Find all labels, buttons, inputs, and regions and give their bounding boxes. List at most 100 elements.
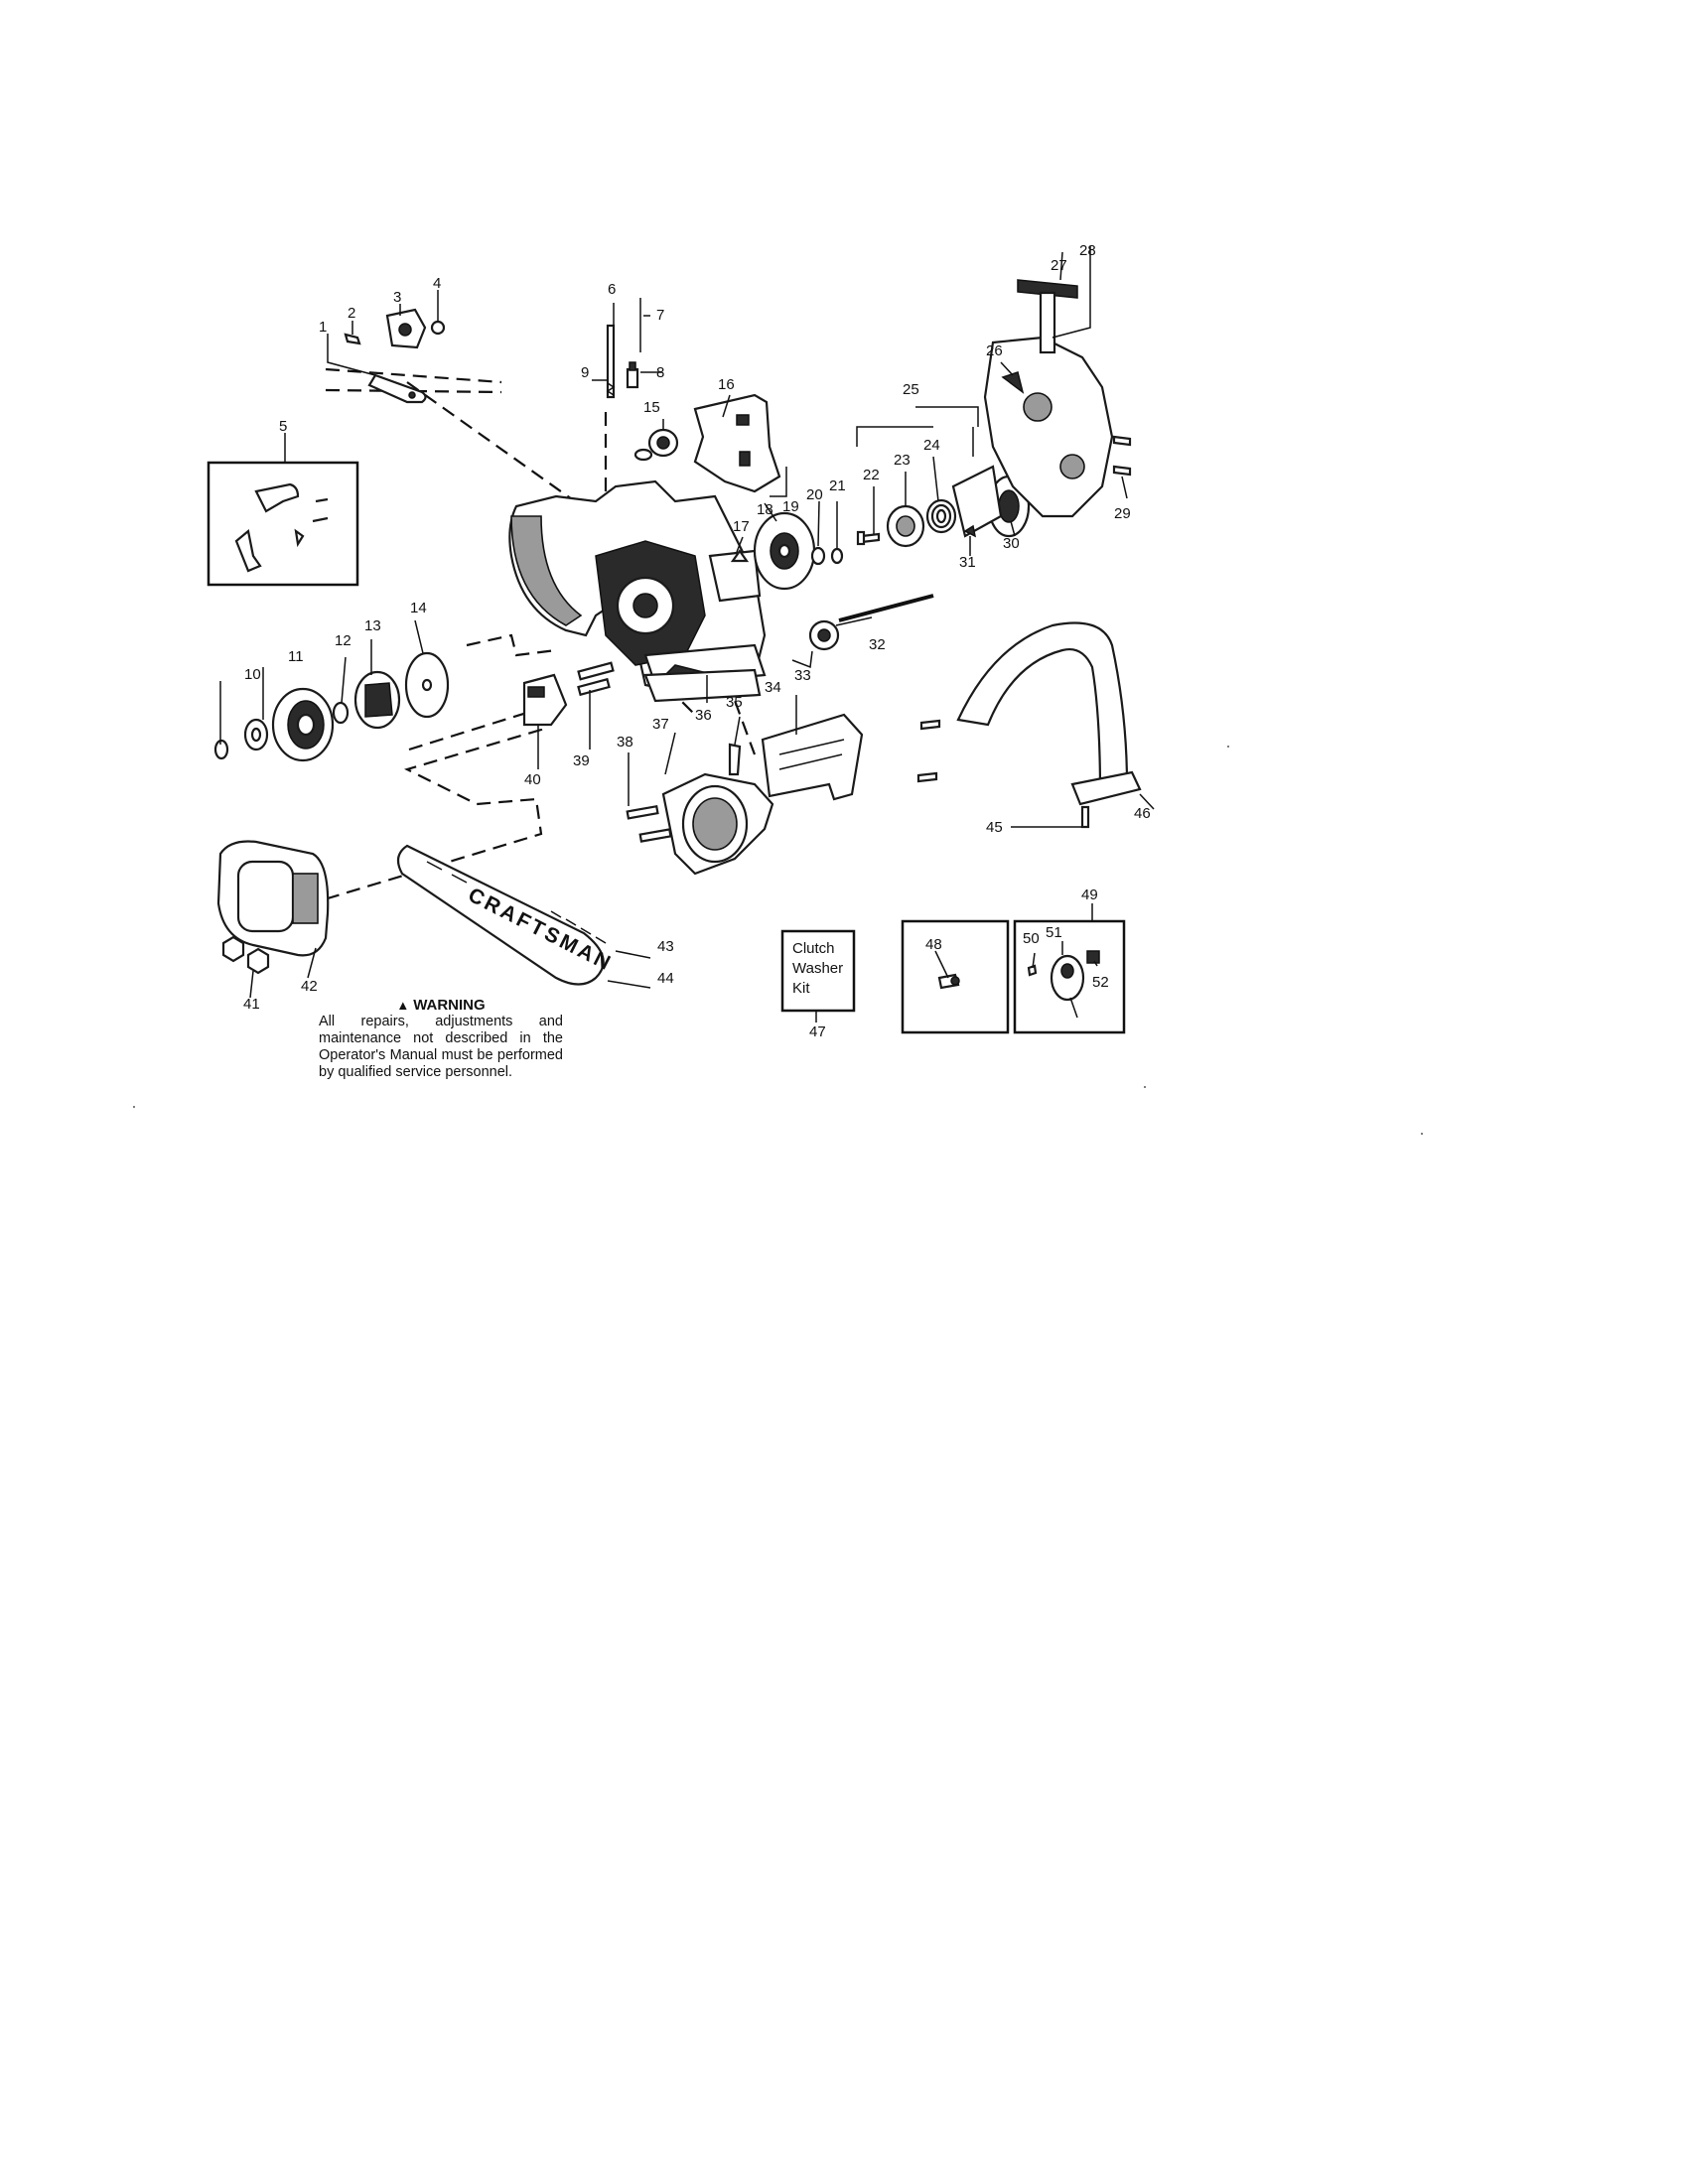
part-9-spring [606,382,616,396]
part-45-screws [916,719,1090,829]
part-label-3: 3 [393,289,401,306]
part-33-knob [808,619,840,651]
part-label-16: 16 [718,376,735,393]
kit-box-line-1: Clutch [792,940,835,957]
part-label-30: 30 [1003,535,1020,552]
part-39-studs [577,661,615,697]
warning-title-row: ▲WARNING [319,997,563,1014]
part-10-washer [243,718,269,751]
part-label-44: 44 [657,970,674,987]
part-label-32: 32 [869,636,886,653]
part-21-nut [830,547,844,565]
part-42-side-cover [216,840,330,957]
part-label-37: 37 [652,716,669,733]
part-label-10: 10 [244,666,261,683]
scan-specks [133,746,1423,1135]
part-49-kit-box [1013,919,1126,1034]
warning-triangle-icon: ▲ [396,998,410,1013]
part-18-flywheel [753,511,816,591]
part-6-rod [606,324,616,399]
part-label-36: 36 [695,707,712,724]
part-8-fitting [626,361,639,389]
part-label-38: 38 [617,734,633,751]
part-label-6: 6 [608,281,616,298]
engine-housing [508,479,767,697]
part-5-kit-box [207,461,359,587]
part-31-screw [963,524,977,538]
part-1-lever [367,373,427,404]
kit-box-line-2: Washer [792,960,843,977]
part-label-8: 8 [656,364,664,381]
part-label-26: 26 [986,342,1003,359]
part-label-12: 12 [335,632,351,649]
part-label-51: 51 [1046,924,1062,941]
part-label-21: 21 [829,478,846,494]
part-label-33: 33 [794,667,811,684]
part-29-screws [1112,435,1132,477]
part-label-17: 17 [733,518,750,535]
part-label-13: 13 [364,617,381,634]
part-47-kit-box: Clutch Washer Kit [780,929,856,1013]
part-label-39: 39 [573,752,590,769]
part-label-1: 1 [319,319,327,336]
part-22-screw [856,530,881,546]
part-26-starter-cover [983,336,1114,518]
part-48-kit-box [901,919,1010,1034]
part-number-labels: 1 2 3 4 5 6 7 8 9 10 11 12 13 14 15 16 1… [243,242,1151,1040]
part-23-pulley [886,504,925,548]
warning-text: All repairs, adjustments and maintenance… [319,1014,563,1080]
part-19-cover [693,393,781,493]
part-43-chain [550,910,607,944]
part-label-40: 40 [524,771,541,788]
part-label-19: 19 [782,498,799,515]
part-34-chain-brake [761,713,864,801]
warning-title: WARNING [413,997,486,1014]
part-15-primer [633,428,679,462]
part-44-guide-bar: CRAFTSMAN [396,844,617,986]
part-2-pin [344,333,361,345]
part-label-22: 22 [863,467,880,483]
part-35-pin [728,743,742,776]
part-label-42: 42 [301,978,318,995]
part-label-50: 50 [1023,930,1040,947]
part-label-24: 24 [923,437,940,454]
part-label-48: 48 [925,936,942,953]
part-13-clutch [353,670,401,730]
part-label-34: 34 [765,679,781,696]
part-12-washer [332,701,350,725]
part-label-23: 23 [894,452,911,469]
part-17-screw [730,549,750,563]
part-label-45: 45 [986,819,1003,836]
part-41-nuts [221,935,270,975]
part-label-31: 31 [959,554,976,571]
part-label-46: 46 [1134,805,1151,822]
part-label-7: 7 [656,307,664,324]
part-14-plate [404,651,450,719]
leader-lines [219,246,1155,1023]
part-label-52: 52 [1092,974,1109,991]
part-label-11: 11 [288,648,304,665]
part-32-rod [838,594,934,622]
kit-box-line-3: Kit [792,980,810,997]
part-10-ring [213,739,229,760]
part-label-43: 43 [657,938,674,955]
part-label-4: 4 [433,275,441,292]
part-label-20: 20 [806,486,823,503]
part-20-washer [810,546,826,566]
part-11-drum [271,687,335,762]
part-label-28: 28 [1079,242,1096,259]
part-38-screws [626,804,672,843]
part-40-plate [522,673,568,727]
part-label-49: 49 [1081,887,1098,903]
part-label-29: 29 [1114,505,1131,522]
part-label-18: 18 [757,501,773,518]
part-label-5: 5 [279,418,287,435]
part-label-15: 15 [643,399,660,416]
part-label-41: 41 [243,996,260,1013]
part-46-front-handle [956,621,1142,806]
part-label-47: 47 [809,1024,826,1040]
part-label-25: 25 [903,381,919,398]
part-label-14: 14 [410,600,427,616]
part-label-27: 27 [1051,257,1067,274]
